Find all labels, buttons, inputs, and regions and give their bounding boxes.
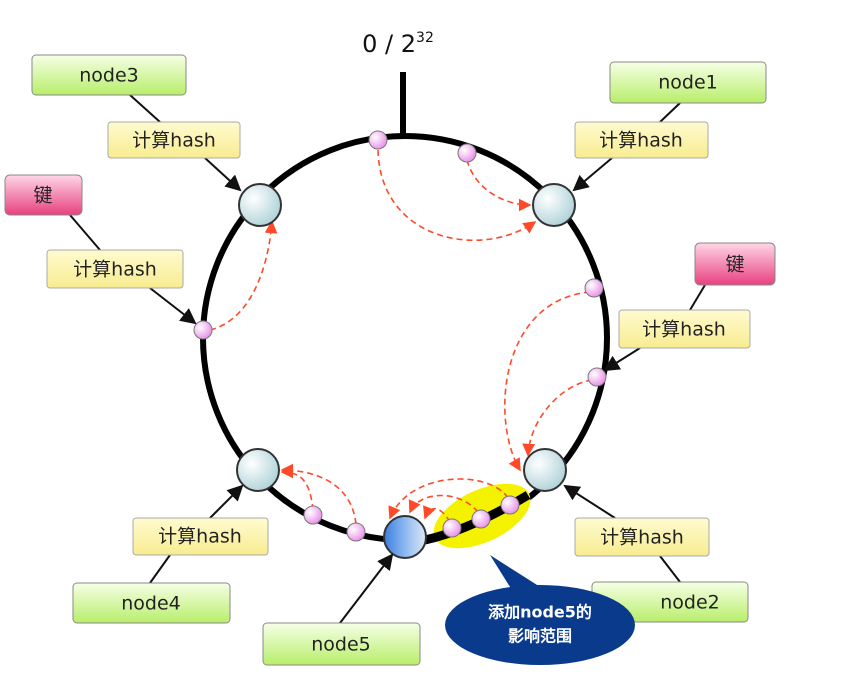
key-points — [193, 130, 607, 542]
node1-point — [532, 183, 576, 227]
node4-label: node4 — [72, 582, 231, 624]
key-point — [442, 518, 462, 538]
key-point — [500, 495, 520, 515]
node1-label: node1 — [609, 61, 767, 104]
svg-text:键: 键 — [725, 254, 744, 276]
svg-text:node5: node5 — [311, 634, 371, 656]
key-label: 键 — [694, 242, 776, 286]
hash-label: 计算hash — [574, 517, 710, 557]
node5-label: node5 — [262, 622, 421, 666]
callout-line-1: 添加node5的 — [488, 603, 592, 622]
node5-impact-callout: 添加node5的 影响范围 — [445, 555, 635, 665]
hash-label: 计算hash — [574, 121, 709, 159]
key-point — [346, 522, 366, 542]
node3-label: node3 — [31, 54, 187, 96]
hash-label: 计算hash — [46, 249, 184, 289]
svg-text:node4: node4 — [121, 593, 181, 615]
svg-text:node2: node2 — [660, 592, 720, 614]
node2-label: node2 — [591, 581, 749, 623]
hash-label: 计算hash — [132, 517, 269, 556]
key-point — [368, 130, 388, 150]
node5-point — [383, 515, 427, 559]
key-point — [587, 367, 607, 387]
svg-text:计算hash: 计算hash — [158, 526, 242, 548]
node4-point — [236, 448, 280, 492]
node2-point — [523, 448, 567, 492]
callout-line-2: 影响范围 — [508, 627, 572, 646]
svg-text:计算hash: 计算hash — [600, 527, 684, 549]
svg-text:计算hash: 计算hash — [599, 130, 683, 152]
ring-origin-label: 0 / 232 — [362, 30, 434, 58]
svg-text:计算hash: 计算hash — [642, 319, 726, 341]
key-point — [303, 505, 323, 525]
svg-text:键: 键 — [33, 185, 52, 207]
hash-label: 计算hash — [618, 309, 751, 349]
svg-text:node1: node1 — [658, 72, 718, 94]
key-point — [193, 320, 213, 340]
key-point — [471, 509, 491, 529]
key-label: 键 — [4, 174, 83, 216]
hash-label: 计算hash — [107, 121, 241, 159]
svg-text:计算hash: 计算hash — [132, 130, 216, 152]
key-point — [457, 143, 477, 163]
hash-arrows — [69, 94, 706, 624]
key-point — [584, 278, 604, 298]
svg-text:node3: node3 — [79, 65, 139, 87]
key-mapping-arrows — [209, 149, 593, 525]
svg-text:计算hash: 计算hash — [73, 259, 157, 281]
node3-point — [238, 183, 282, 227]
